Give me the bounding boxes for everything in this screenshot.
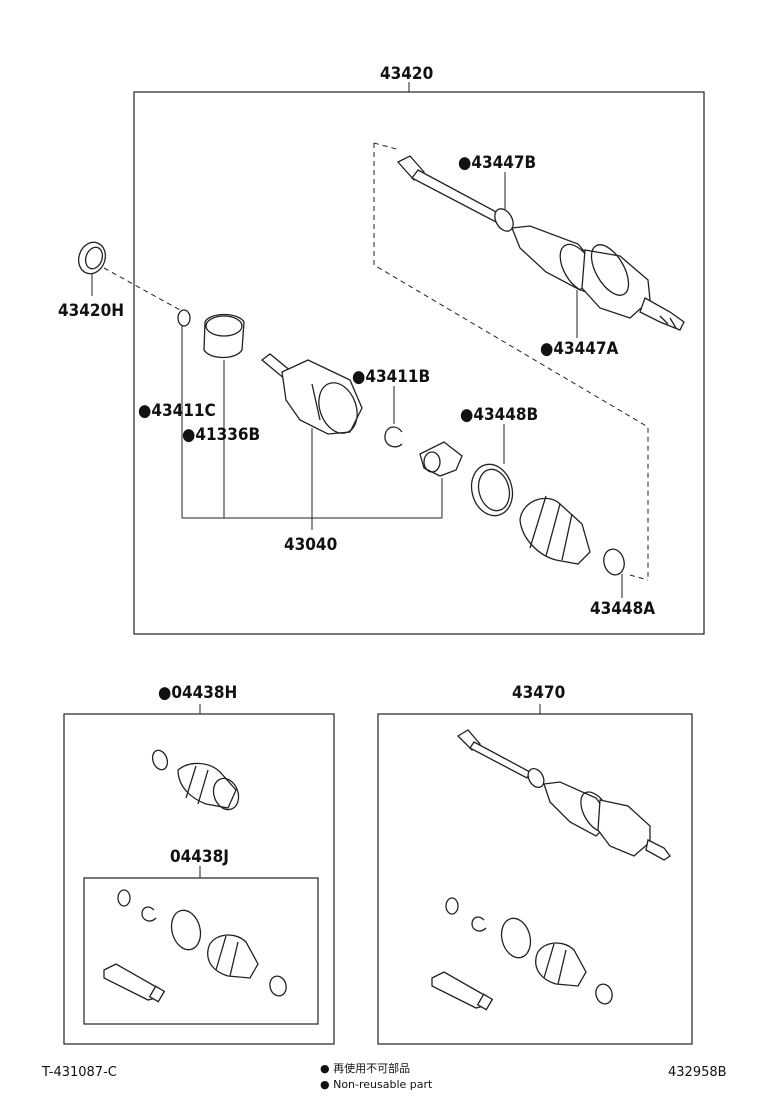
assembly-43420-box xyxy=(133,91,705,635)
footer-right-code: 432958B xyxy=(668,1065,727,1080)
label-43411B: ●43411B xyxy=(352,367,430,387)
clamp-43448B xyxy=(470,463,514,517)
kit-04438H-box xyxy=(63,713,335,1045)
label-43447A: ●43447A xyxy=(540,339,619,359)
label-04438J: 04438J xyxy=(170,847,229,867)
clamp-43448A xyxy=(603,548,625,576)
label-41336B: ●41336B xyxy=(182,425,260,445)
assembly-43470-parts xyxy=(431,729,671,1011)
label-43447B: ●43447B xyxy=(458,153,536,173)
label-43448B: ●43448B xyxy=(460,405,538,425)
kit-04438J-box xyxy=(83,877,319,1025)
tripod-joint xyxy=(419,441,463,477)
label-04438H: ●04438H xyxy=(158,683,237,703)
ring-41336B xyxy=(203,313,245,359)
kit-04438H-parts xyxy=(151,749,240,811)
drive-shaft-illustration xyxy=(396,155,685,331)
ring-43420H xyxy=(77,241,107,275)
legend-cn: ● 再使用不可部品 xyxy=(320,1061,410,1075)
snap-ring-43411B xyxy=(384,426,403,448)
assembly-43470-box xyxy=(377,713,693,1045)
kit-04438J-parts xyxy=(103,889,287,1003)
label-43411C: ●43411C xyxy=(138,401,216,421)
legend-en: ● Non-reusable part xyxy=(320,1078,433,1091)
label-43448A: 43448A xyxy=(590,599,655,619)
o-ring-43411C xyxy=(177,309,191,327)
label-43470: 43470 xyxy=(512,683,565,703)
label-43040: 43040 xyxy=(284,535,337,555)
label-43420: 43420 xyxy=(380,64,433,84)
footer-left-code: T-431087-C xyxy=(41,1065,117,1080)
boot-illustration xyxy=(519,495,591,565)
housing-43040 xyxy=(260,353,363,435)
label-43420H: 43420H xyxy=(58,301,124,321)
